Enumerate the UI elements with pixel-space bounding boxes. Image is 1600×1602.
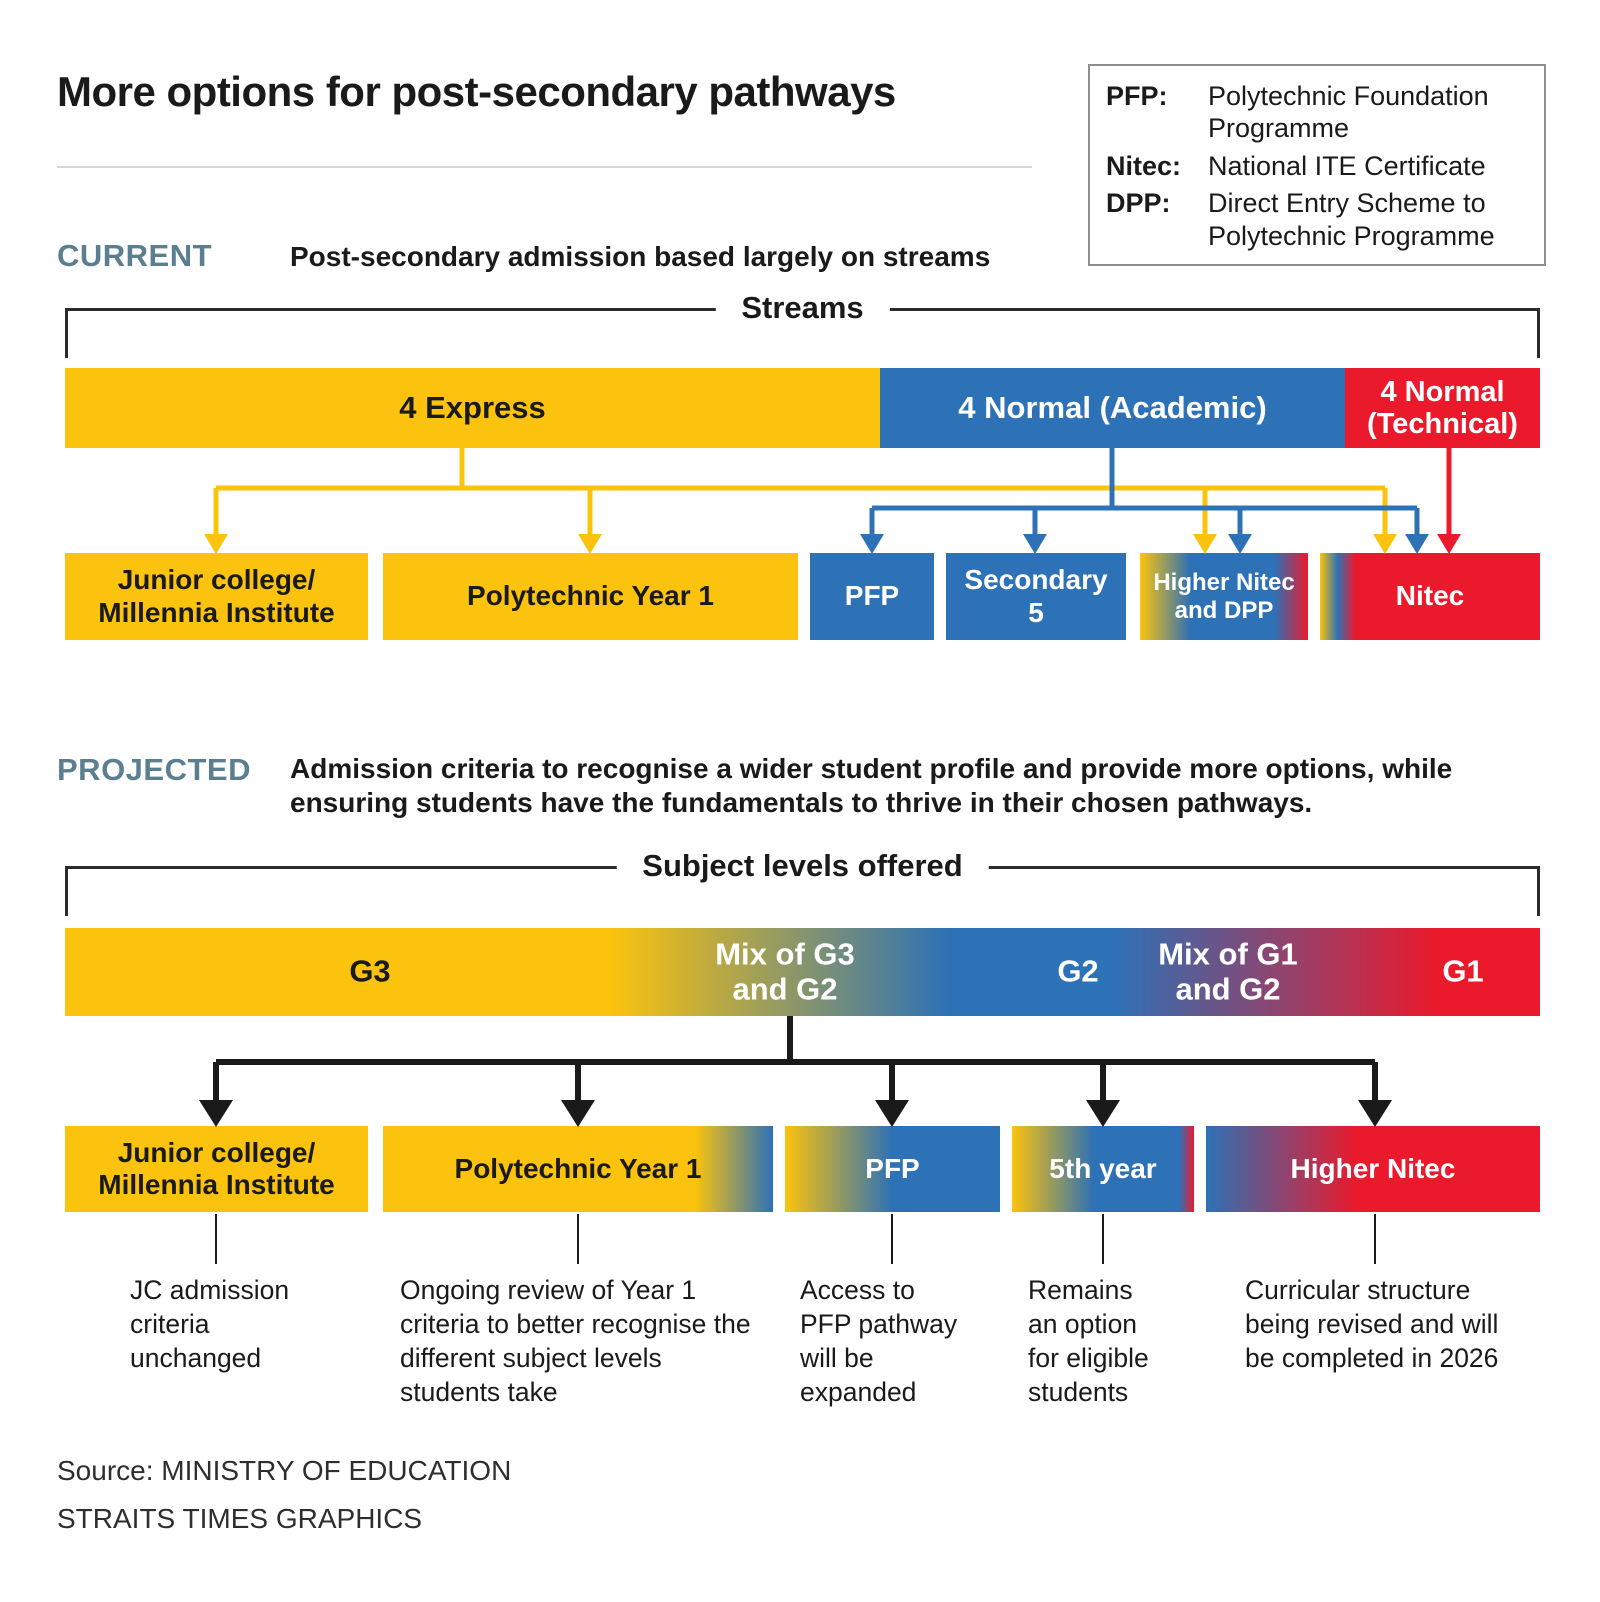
projected-box-pfp: PFP [785,1126,1000,1212]
projected-box-5th-year: 5th year [1012,1126,1194,1212]
subject-level-mix-g1-g2: Mix of G1 and G2 [1158,936,1298,1006]
legend-definition: Polytechnic Foundation Programme [1208,81,1489,144]
projected-arrow-lines [213,1016,1378,1102]
projected-box-pfp-label: PFP [865,1152,920,1184]
current-box-pfp-label: PFP [844,580,900,612]
subject-levels-bracket-label: Subject levels offered [616,848,989,885]
legend-item: Nitec: National ITE Certificate [1106,150,1528,182]
projected-box-5th-year-label: 5th year [1049,1152,1157,1184]
streams-bracket: Streams [65,290,1540,358]
current-box-nitec-label: Nitec [1395,580,1465,612]
note-leader-lines [215,1214,1376,1264]
current-box-junior-college: Junior college/ Millennia Institute [65,553,368,640]
stream-express: 4 Express [65,368,880,448]
current-section-description: Post-secondary admission based largely o… [290,241,991,272]
stream-normal-technical-label: 4 Normal (Technical) [1367,375,1518,440]
legend-term: PFP: [1106,81,1168,111]
title-divider [57,166,1032,168]
current-box-secondary5-label: Secondary 5 [964,564,1108,628]
subject-level-g1: G1 [1442,953,1484,989]
express-arrow-lines [213,448,1388,536]
legend-definition: Direct Entry Scheme to Polytechnic Progr… [1208,188,1495,251]
subject-levels-bar: G3 Mix of G3 and G2 G2 Mix of G1 and G2 … [65,928,1540,1016]
projected-section-label: PROJECTED [57,752,251,787]
current-box-polytechnic: Polytechnic Year 1 [383,553,798,640]
page-title: More options for post-secondary pathways [57,68,896,115]
subject-level-g2: G2 [1057,953,1099,989]
legend-item: DPP: Direct Entry Scheme to Polytechnic … [1106,187,1528,252]
legend-term: DPP: [1106,188,1171,219]
note-higher-nitec: Curricular structure being revised and w… [1245,1275,1499,1373]
subject-levels-bracket: Subject levels offered [65,848,1540,916]
note-junior-college: JC admission criteria unchanged [130,1275,290,1373]
legend-item: PFP: Polytechnic Foundation Programme [1106,80,1528,145]
source-credit: Source: MINISTRY OF EDUCATION [57,1455,512,1486]
note-5th-year: Remains an option for eligible students [1028,1275,1149,1407]
graphics-credit: STRAITS TIMES GRAPHICS [57,1503,423,1534]
projected-arrowheads [199,1100,1392,1127]
current-box-nitec: Nitec [1320,553,1540,640]
current-box-secondary5: Secondary 5 [946,553,1126,640]
projected-box-junior-college: Junior college/ Millennia Institute [65,1126,368,1212]
current-box-higher-nitec-dpp-label: Higher Nitec and DPP [1153,568,1295,624]
note-pfp: Access to PFP pathway will be expanded [800,1275,958,1407]
normal-technical-arrowhead [1437,534,1461,554]
current-box-junior-college-label: Junior college/ Millennia Institute [98,564,335,628]
current-box-higher-nitec-dpp: Higher Nitec and DPP [1140,553,1308,640]
stream-normal-technical: 4 Normal (Technical) [1345,368,1540,448]
streams-bracket-label: Streams [715,290,890,327]
express-arrowheads [204,534,1397,554]
normal-academic-arrowheads [860,534,1429,554]
note-polytechnic: Ongoing review of Year 1 criteria to bet… [400,1275,751,1407]
projected-box-higher-nitec-label: Higher Nitec [1290,1152,1456,1184]
stream-normal-academic: 4 Normal (Academic) [880,368,1345,448]
projected-box-higher-nitec: Higher Nitec [1206,1126,1540,1212]
projected-section-description: Admission criteria to recognise a wider … [290,753,1453,818]
streams-bar: 4 Express 4 Normal (Academic) 4 Normal (… [65,368,1540,448]
current-box-pfp: PFP [810,553,934,640]
stream-express-label: 4 Express [399,389,546,425]
legend-term: Nitec: [1106,150,1182,181]
legend-definition: National ITE Certificate [1208,150,1486,181]
subject-level-g3: G3 [349,953,391,989]
normal-academic-arrow-lines [869,448,1420,536]
projected-box-polytechnic-label: Polytechnic Year 1 [454,1152,702,1184]
projected-box-polytechnic: Polytechnic Year 1 [383,1126,773,1212]
subject-level-mix-g3-g2: Mix of G3 and G2 [715,936,855,1006]
legend-box: PFP: Polytechnic Foundation Programme Ni… [1088,64,1546,266]
current-section-label: CURRENT [57,238,213,273]
stream-normal-academic-label: 4 Normal (Academic) [958,389,1267,425]
projected-box-junior-college-label: Junior college/ Millennia Institute [98,1136,335,1200]
current-box-polytechnic-label: Polytechnic Year 1 [467,580,714,612]
